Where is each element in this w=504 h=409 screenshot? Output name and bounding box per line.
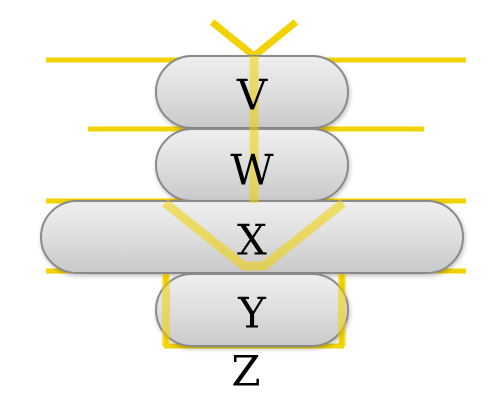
- x-v-connector: [162, 199, 346, 271]
- node-w-label: W: [230, 146, 274, 195]
- node-y: [155, 273, 349, 347]
- node-x-label: X: [237, 216, 267, 265]
- node-y-label: Y: [237, 289, 267, 338]
- bottom-label-z: Z: [231, 347, 260, 396]
- top-fork-line: [209, 19, 299, 61]
- overlay-lines: [162, 56, 346, 346]
- node-v-label: V: [236, 71, 268, 120]
- node-y-shape: [155, 273, 349, 347]
